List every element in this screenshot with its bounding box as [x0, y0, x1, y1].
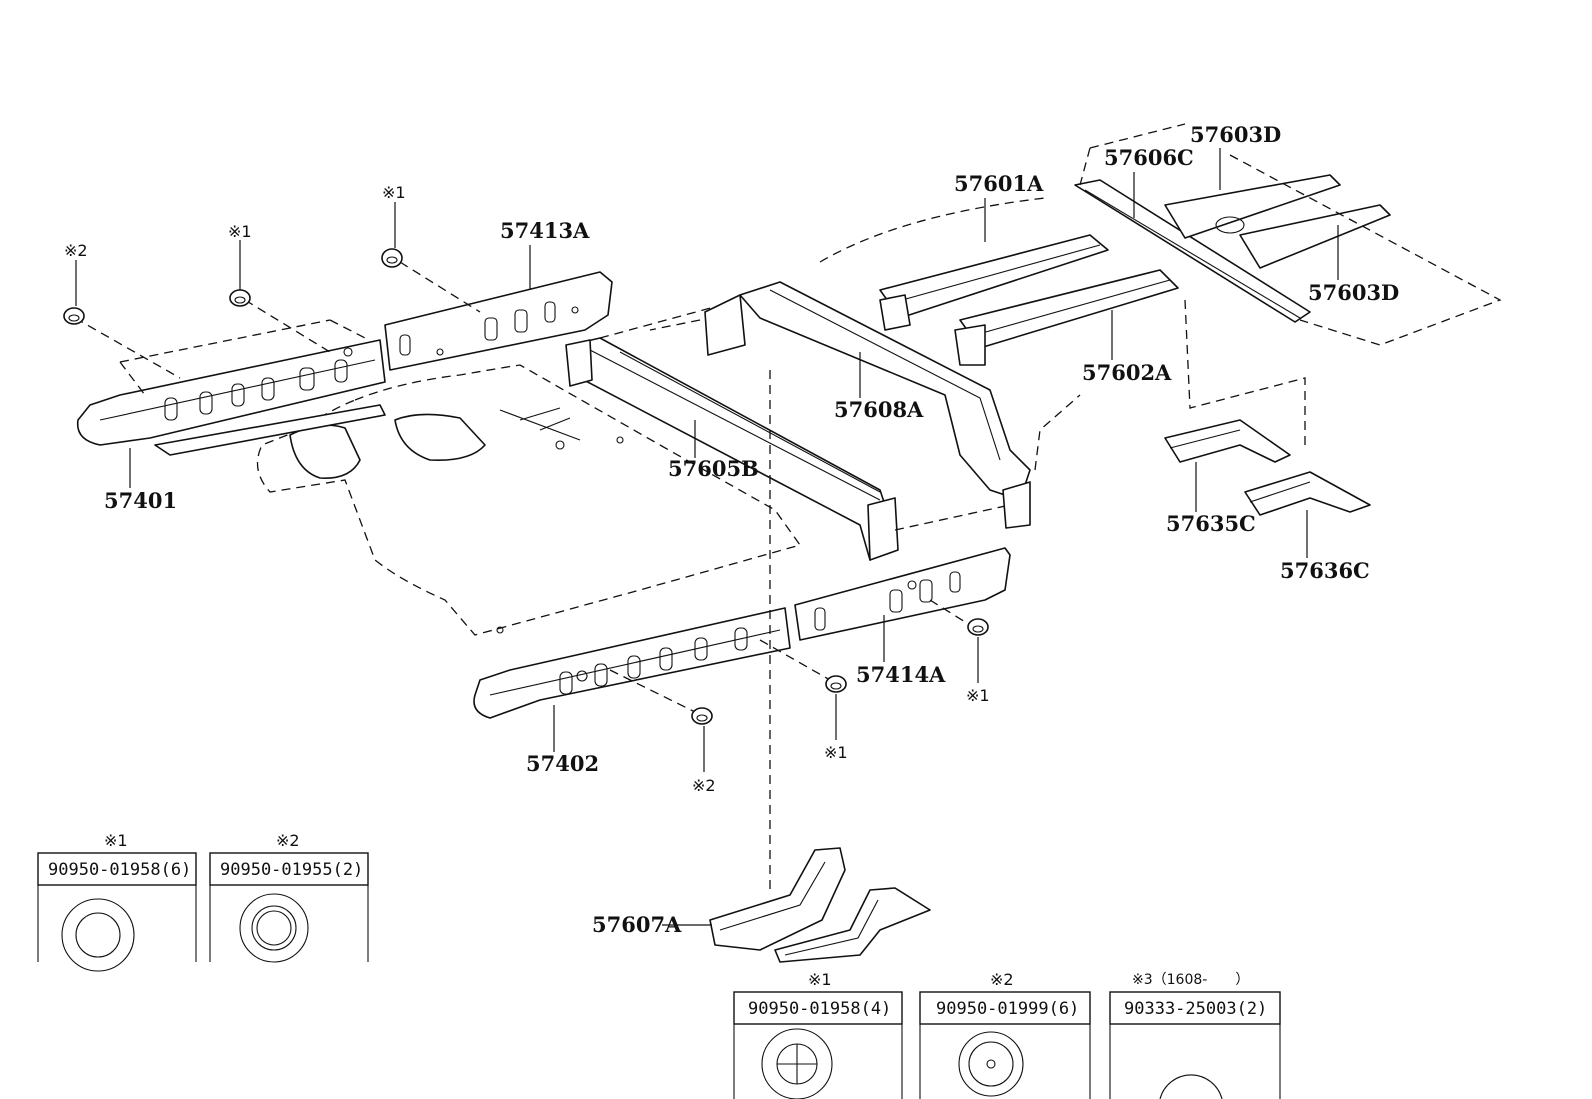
side-members-57601A-57602A: [819, 197, 1179, 366]
label-57602A: 57602A: [1082, 360, 1172, 385]
rocker-panel-57402: [473, 607, 831, 719]
legend-mark: ※2: [276, 831, 300, 850]
callout-mark-1-left: ※1: [228, 222, 252, 241]
rocker-reinforcement-57414A: [794, 547, 1011, 641]
rocker-panel-57401: [76, 319, 386, 456]
front-members-57607A: [709, 370, 931, 963]
label-57636C: 57636C: [1280, 558, 1370, 583]
label-57413A: 57413A: [500, 218, 590, 243]
cross-member-57608A: [649, 281, 1081, 529]
legend-part-number: 90950-01955(2): [220, 860, 363, 880]
brackets-57635C-57636C: [1164, 419, 1371, 516]
label-57603D-top: 57603D: [1190, 122, 1281, 147]
cross-member-57605B: [565, 299, 1011, 561]
callout-mark-2-bottom: ※2: [692, 776, 716, 795]
grommet-nuts-left: [63, 248, 403, 325]
part-number-labels: 57401 57413A 57605B 57608A 57601A 57602A…: [104, 122, 1399, 937]
legend-mark: ※1: [104, 831, 128, 850]
label-57603D-right: 57603D: [1308, 280, 1399, 305]
legend-part-number: 90950-01999(6): [936, 999, 1079, 1019]
label-57635C: 57635C: [1166, 511, 1256, 536]
callout-mark-1-top: ※1: [382, 183, 406, 202]
label-57608A: 57608A: [834, 397, 924, 422]
label-57414A: 57414A: [856, 662, 946, 687]
legend-part-number: 90950-01958(6): [48, 860, 191, 880]
rear-floor-57606C-57603D: [1074, 123, 1502, 450]
callout-mark-1-bottom: ※1: [824, 743, 848, 762]
callout-mark-1-right: ※1: [966, 686, 990, 705]
rocker-reinforcement-57413A: [74, 261, 613, 379]
legend-mark: ※1: [808, 970, 832, 989]
legend-mark: ※2: [990, 970, 1014, 989]
legend-box-3: ※1 90950-01958(4): [733, 970, 903, 1099]
legend-box-1: ※1 90950-01958(6): [37, 831, 197, 972]
label-57605B: 57605B: [668, 456, 759, 481]
legend-mark: ※3（1608- ）: [1132, 972, 1249, 988]
callout-mark-2-left: ※2: [64, 241, 88, 260]
label-57401: 57401: [104, 488, 177, 513]
legend-part-number: 90333-25003(2): [1124, 999, 1267, 1019]
label-57402: 57402: [526, 751, 599, 776]
label-57606C: 57606C: [1104, 145, 1194, 170]
floor-pan: [256, 364, 802, 636]
callout-marks: ※2 ※1 ※1 ※2 ※1 ※1: [64, 183, 990, 795]
label-57601A: 57601A: [954, 171, 1044, 196]
leader-lines: [75, 148, 1339, 926]
grommet-nuts-right: [691, 618, 989, 725]
legend-part-number: 90950-01958(4): [748, 999, 891, 1019]
legend-box-2: ※2 90950-01955(2): [209, 831, 369, 963]
legend-box-4: ※2 90950-01999(6): [919, 970, 1091, 1099]
label-57607A: 57607A: [592, 912, 682, 937]
legend-box-5: ※3（1608- ） 90333-25003(2): [1109, 972, 1281, 1099]
